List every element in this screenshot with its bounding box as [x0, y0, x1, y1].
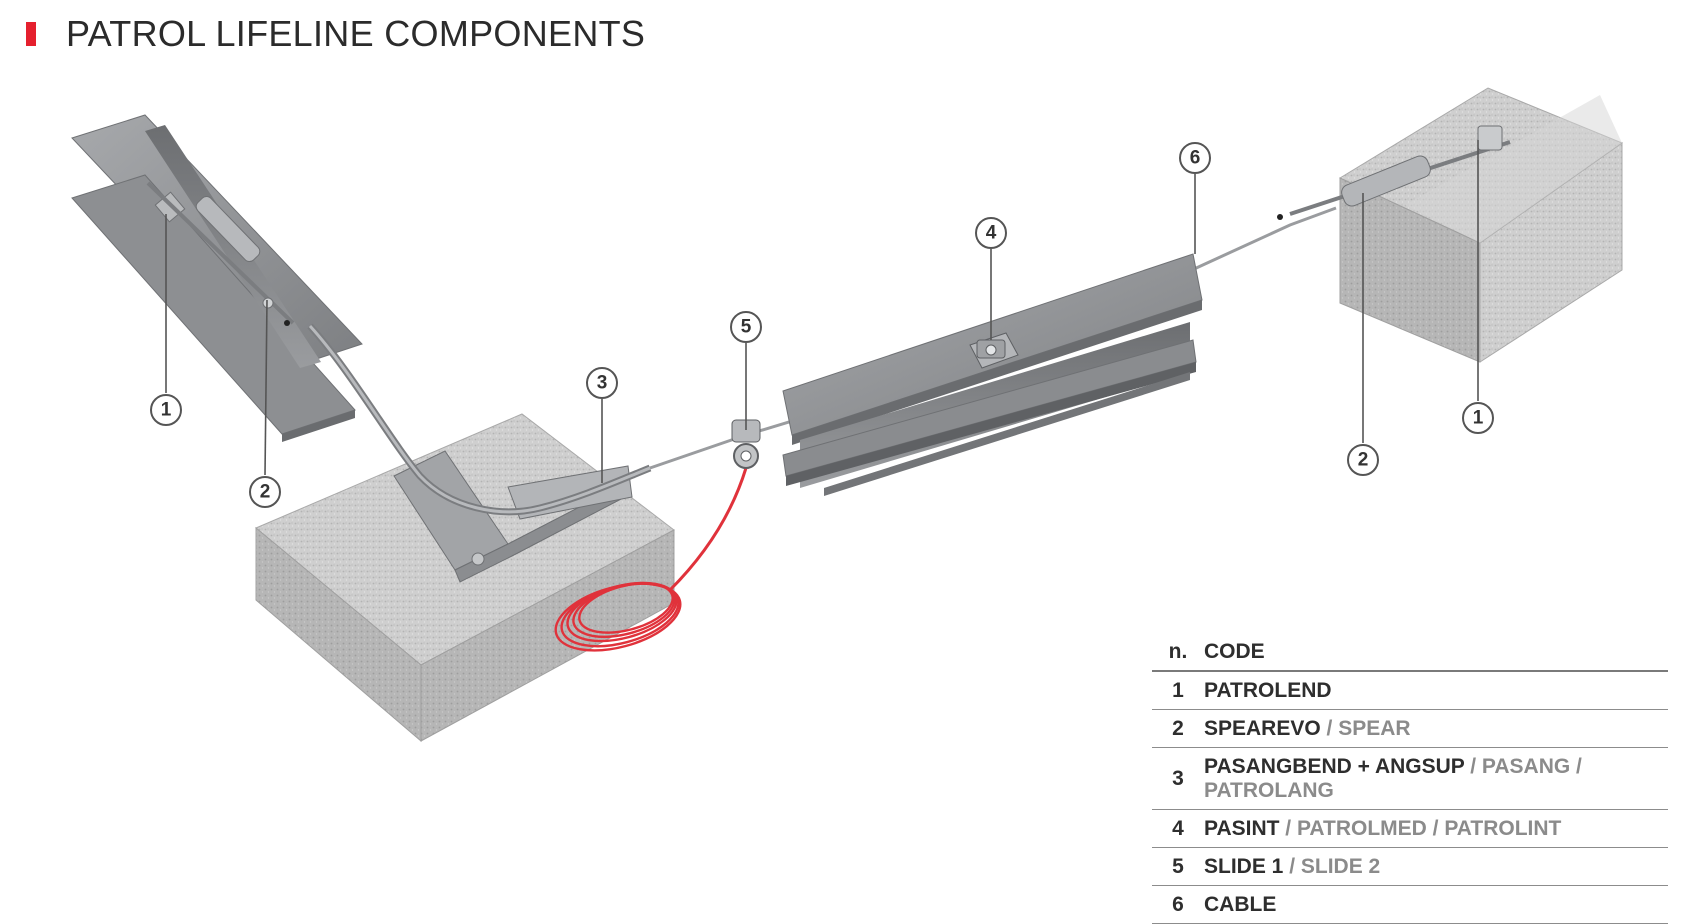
callout-4: 4 [975, 217, 1007, 340]
svg-text:4: 4 [986, 223, 997, 244]
table-row: 2 SPEAREVO / SPEAR [1152, 709, 1668, 748]
row-code: SPEAREVO / SPEAR [1204, 709, 1668, 748]
svg-text:2: 2 [260, 482, 271, 503]
row-primary-code: SLIDE 1 [1204, 855, 1284, 878]
svg-text:1: 1 [1473, 408, 1484, 429]
intermediate-bracket [969, 332, 1019, 369]
row-code: PASINT / PATROLMED / PATROLINT [1204, 809, 1668, 848]
row-alternative-codes: / PATROLMED / PATROLINT [1285, 817, 1562, 840]
svg-text:3: 3 [597, 373, 608, 394]
bent-post [307, 323, 652, 583]
table-row: 6 CABLE [1152, 885, 1668, 924]
row-code: CABLE [1204, 885, 1668, 924]
svg-text:5: 5 [741, 317, 752, 338]
column-header-code: CODE [1204, 633, 1668, 672]
svg-text:6: 6 [1190, 148, 1201, 169]
left-steel-beam [71, 114, 363, 442]
red-lanyard-coil [554, 467, 748, 652]
row-number: 4 [1152, 809, 1204, 848]
table-row: 1 PATROLEND [1152, 671, 1668, 710]
svg-text:2: 2 [1358, 450, 1369, 471]
row-number: 2 [1152, 709, 1204, 748]
callout-2-right: 2 [1347, 193, 1379, 476]
row-alternative-codes: / SLIDE 2 [1289, 855, 1381, 878]
column-header-number: n. [1152, 633, 1204, 672]
slider-device [731, 419, 761, 469]
callout-1-right: 1 [1462, 140, 1494, 434]
table-row: 3 PASANGBEND + ANGSUP / PASANG / PATROLA… [1152, 747, 1668, 810]
row-number: 5 [1152, 847, 1204, 886]
row-number: 3 [1152, 747, 1204, 810]
row-code: PATROLEND [1204, 671, 1668, 710]
table-row: 4 PASINT / PATROLMED / PATROLINT [1152, 809, 1668, 848]
callout-5: 5 [730, 311, 762, 430]
row-number: 1 [1152, 671, 1204, 710]
row-alternative-codes: / SPEAR [1326, 717, 1411, 740]
middle-steel-beam [782, 253, 1203, 496]
callout-6: 6 [1179, 142, 1211, 254]
concrete-block [1338, 87, 1624, 363]
table-row: 5 SLIDE 1 / SLIDE 2 [1152, 847, 1668, 886]
callout-2-left: 2 [249, 299, 281, 508]
row-primary-code: PASANGBEND + ANGSUP [1204, 755, 1465, 778]
row-primary-code: PASINT [1204, 817, 1280, 840]
row-alternative-codes: / PASANG / PATROLANG [1204, 755, 1582, 802]
right-anchor-assembly [1277, 125, 1511, 220]
component-code-table: n. CODE 1 PATROLEND 2 SPEAREVO / SPEAR 3… [1152, 633, 1668, 924]
callout-3: 3 [586, 367, 618, 483]
row-primary-code: CABLE [1204, 893, 1277, 916]
title-accent-bar [26, 22, 36, 46]
table-header-row: n. CODE [1152, 633, 1668, 672]
page-title: PATROL LIFELINE COMPONENTS [66, 13, 646, 54]
row-code: SLIDE 1 / SLIDE 2 [1204, 847, 1668, 886]
row-primary-code: SPEAREVO [1204, 717, 1321, 740]
header: PATROL LIFELINE COMPONENTS [26, 13, 646, 54]
callout-1-left: 1 [150, 214, 182, 426]
row-primary-code: PATROLEND [1204, 679, 1332, 702]
row-code: PASANGBEND + ANGSUP / PASANG / PATROLANG [1204, 747, 1668, 810]
row-number: 6 [1152, 885, 1204, 924]
svg-text:1: 1 [161, 400, 172, 421]
left-anchor-assembly [146, 181, 295, 326]
